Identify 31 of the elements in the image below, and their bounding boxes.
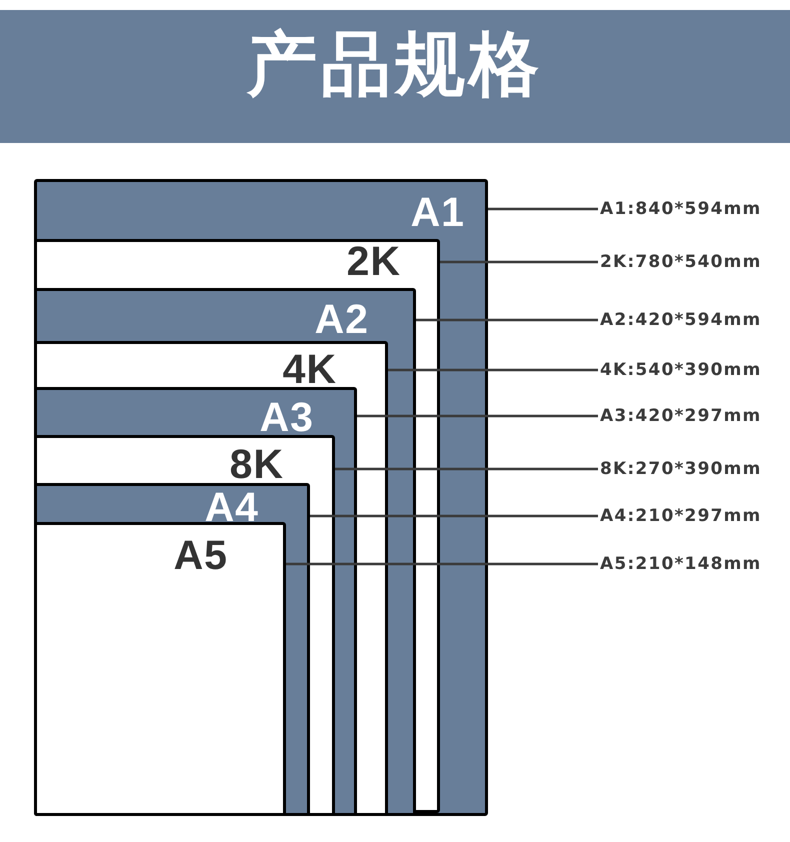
sheet-size-label: A1 [410, 192, 465, 233]
paper-sheet [34, 522, 286, 816]
leader-line [416, 318, 598, 322]
leader-line [286, 562, 598, 566]
size-text: A1:840*594mm [600, 199, 762, 219]
size-text: A3:420*297mm [600, 406, 762, 426]
paper-sheet [34, 179, 488, 816]
sheet-size-label: 2K [346, 241, 401, 282]
leader-line [335, 468, 598, 470]
sheet-size-label: A4 [204, 487, 259, 528]
sheet-size-label: A5 [174, 535, 228, 576]
paper-sheet [34, 387, 357, 816]
size-text: A4:210*297mm [600, 506, 762, 526]
paper-sheet [34, 435, 335, 816]
title: 产品规格 [246, 24, 544, 105]
size-text: 4K:540*390mm [600, 360, 762, 380]
leader-line [440, 260, 598, 264]
size-text: 2K:780*540mm [600, 252, 762, 272]
size-text: A5:210*148mm [600, 554, 762, 574]
paper-sheet [34, 483, 310, 816]
size-text: 8K:270*390mm [600, 459, 762, 479]
leader-line [388, 368, 598, 372]
size-text: A2:420*594mm [600, 310, 762, 330]
sheet-size-label: A3 [260, 397, 314, 438]
paper-sheet [34, 341, 388, 816]
sheet-size-label: 8K [230, 444, 284, 485]
leader-line [310, 514, 598, 518]
leader-line [357, 414, 598, 418]
leader-line [488, 208, 598, 210]
sheet-size-label: 4K [282, 349, 337, 390]
sheet-size-label: A2 [314, 299, 369, 340]
